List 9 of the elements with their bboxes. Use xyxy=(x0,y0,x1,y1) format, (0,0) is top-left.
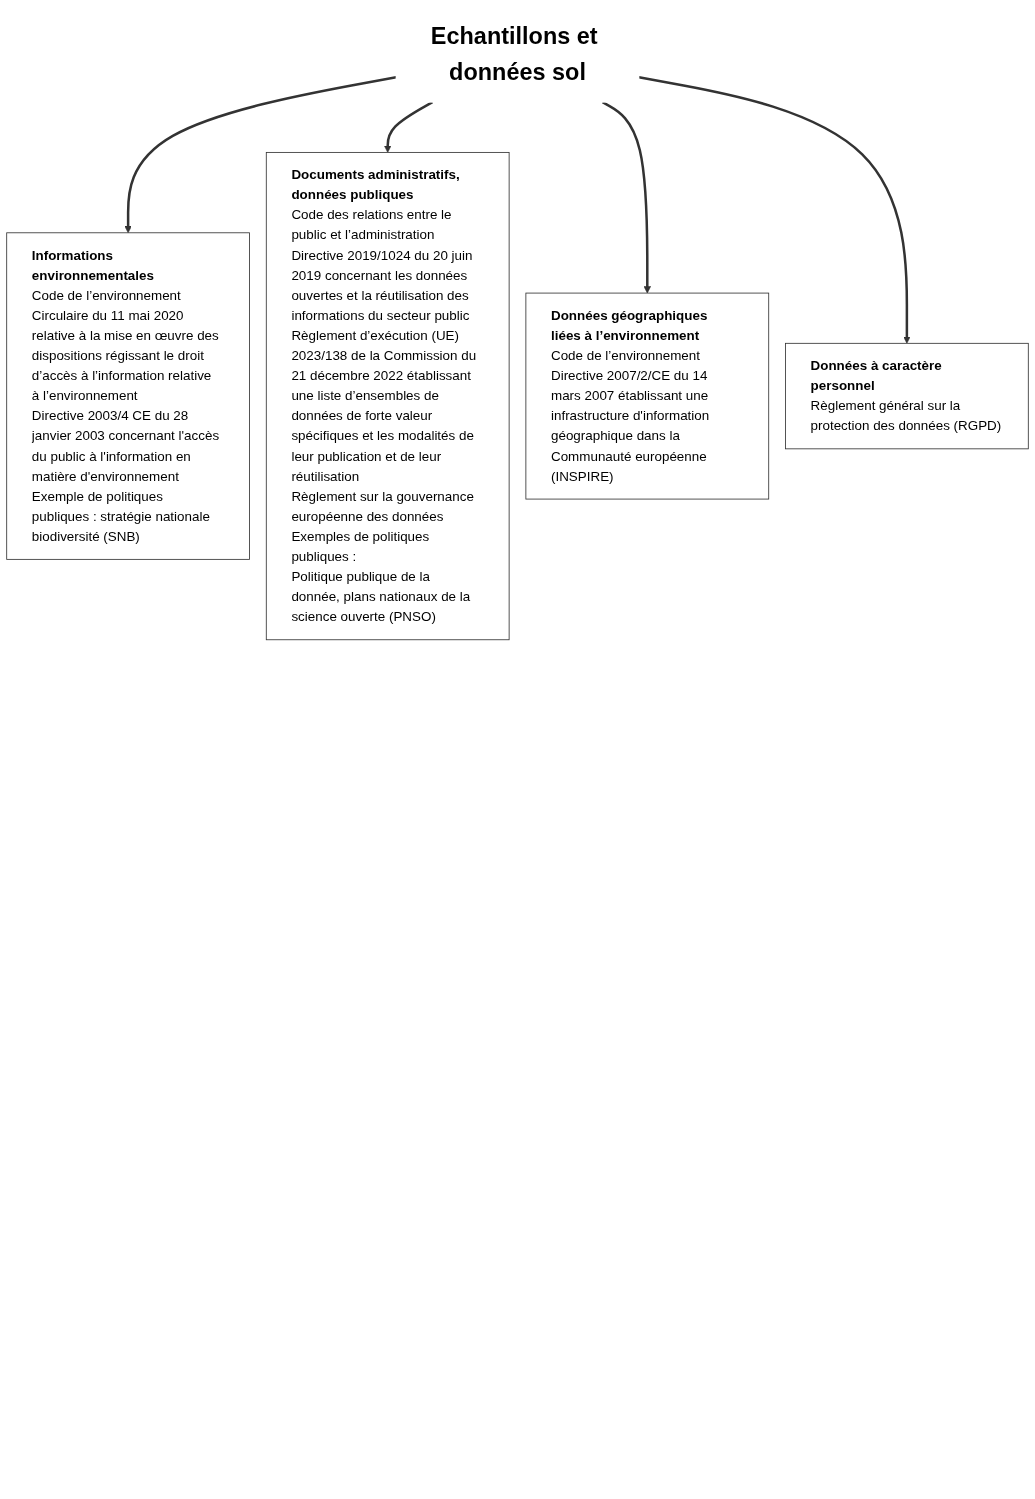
arrow xyxy=(124,75,397,234)
node-box: Informations environnementales Code de l’environnement Circulaire du 11 mai 2020 relative à la mise en œuvre des dispositions régissant le droit d’accès à l’information relative à l’environnement Directive 2003/4 CE du 28 janvier 2003 concernant l'accès du public à l'information en matière d'environnement Exemple de politiques publiques : stratégie nationale biodiversité (SNB) xyxy=(6,232,250,560)
arrow xyxy=(638,75,911,344)
arrow xyxy=(601,101,651,294)
arrow xyxy=(384,101,434,153)
node-text: Echantillons et données sol xyxy=(430,23,598,85)
node-box: Documents administratifs, données publiques Code des relations entre le public et l’administration Directive 2019/1024 du 20 juin 2019 concernant les données ouvertes et la réutilisation des informations du secteur public Règlement d’exécution (UE) 2023/138 de la Commission du 21 décembre 2022 établissant une liste d’ensembles de données de forte valeur spécifiques et les modalités de leur publication et de leur réutilisation Règlement sur la gouvernance européenne des données Exemples de politiques publiques : Politique publique de la donnée, plans nationaux de la science ouverte (PNSO) xyxy=(265,152,510,641)
node-box: Données à caractère personnel Règlement général sur la protection des données (RGPD) xyxy=(785,342,1029,450)
node-box: Données géographiques liées à l’environnement Code de l’environnement Directive 2007/2/CE du 14 mars 2007 établissant une infrastructure d'information géographique dans la Communauté européenne (INSPIRE) xyxy=(525,292,770,500)
